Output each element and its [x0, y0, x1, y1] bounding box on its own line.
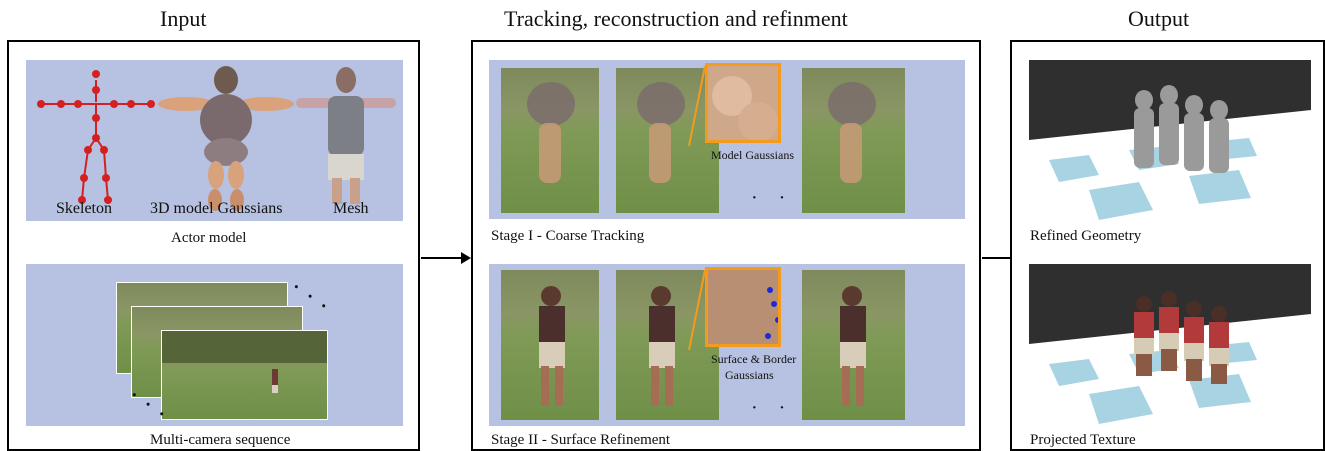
stage2-frame-1 [501, 270, 599, 420]
stage2-frame-2 [616, 270, 719, 420]
stage1-frame-1 [501, 68, 599, 213]
stage1-frame-last [802, 68, 905, 213]
camera-frame-front [161, 330, 328, 420]
sequence-caption: Multi-camera sequence [150, 432, 291, 448]
refined-geometry-image [1029, 60, 1311, 222]
projected-texture-caption: Projected Texture [1030, 432, 1136, 448]
skeleton-label: Skeleton [56, 200, 112, 217]
stage1-frame-2 [616, 68, 719, 213]
output-panel: Refined Geometry Projected Texture [1010, 40, 1325, 451]
stage2-ellipsis: · · · [751, 397, 821, 419]
actor-model-area: Skeleton 3D model Gaussians Mesh [26, 60, 403, 221]
zoom1-label: Model Gaussians [711, 148, 794, 162]
output-title: Output [1128, 6, 1190, 31]
arrow-to-tracking [421, 252, 471, 264]
sequence-area: ··· ··· [26, 264, 403, 433]
gaussians-label: 3D model Gaussians [150, 200, 283, 217]
input-panel: Skeleton 3D model Gaussians Mesh Actor m… [7, 40, 420, 451]
stage1-caption: Stage I - Coarse Tracking [491, 228, 645, 244]
stage2-zoom-box [705, 267, 781, 347]
projected-texture-image [1029, 264, 1311, 426]
zoom2-label-line2: Gaussians [725, 368, 774, 382]
stage2-area: Surface & Border Gaussians · · · [489, 264, 965, 426]
stage1-ellipsis: · · · [751, 187, 821, 209]
mesh-label: Mesh [333, 200, 369, 217]
stage2-zoom-connector [688, 269, 706, 351]
tracking-panel: Model Gaussians · · · Stage I - Coarse T… [471, 40, 981, 451]
gaussian-body-figure [158, 66, 294, 211]
stage1-zoom-connector [688, 65, 706, 147]
stage2-frame-last [802, 270, 905, 420]
zoom2-label-line1: Surface & Border [711, 352, 797, 366]
mesh-figure [296, 67, 396, 204]
middle-title: Tracking, reconstruction and refinment [504, 6, 848, 31]
actor-model-caption: Actor model [171, 230, 247, 246]
actor-model-figures [37, 66, 396, 211]
skeleton-figure [37, 70, 155, 204]
stage1-zoom-box [705, 63, 781, 143]
refined-geometry-caption: Refined Geometry [1030, 228, 1142, 244]
stage2-caption: Stage II - Surface Refinement [491, 432, 671, 448]
input-title: Input [160, 6, 207, 31]
stage1-area: Model Gaussians · · · [489, 60, 965, 219]
